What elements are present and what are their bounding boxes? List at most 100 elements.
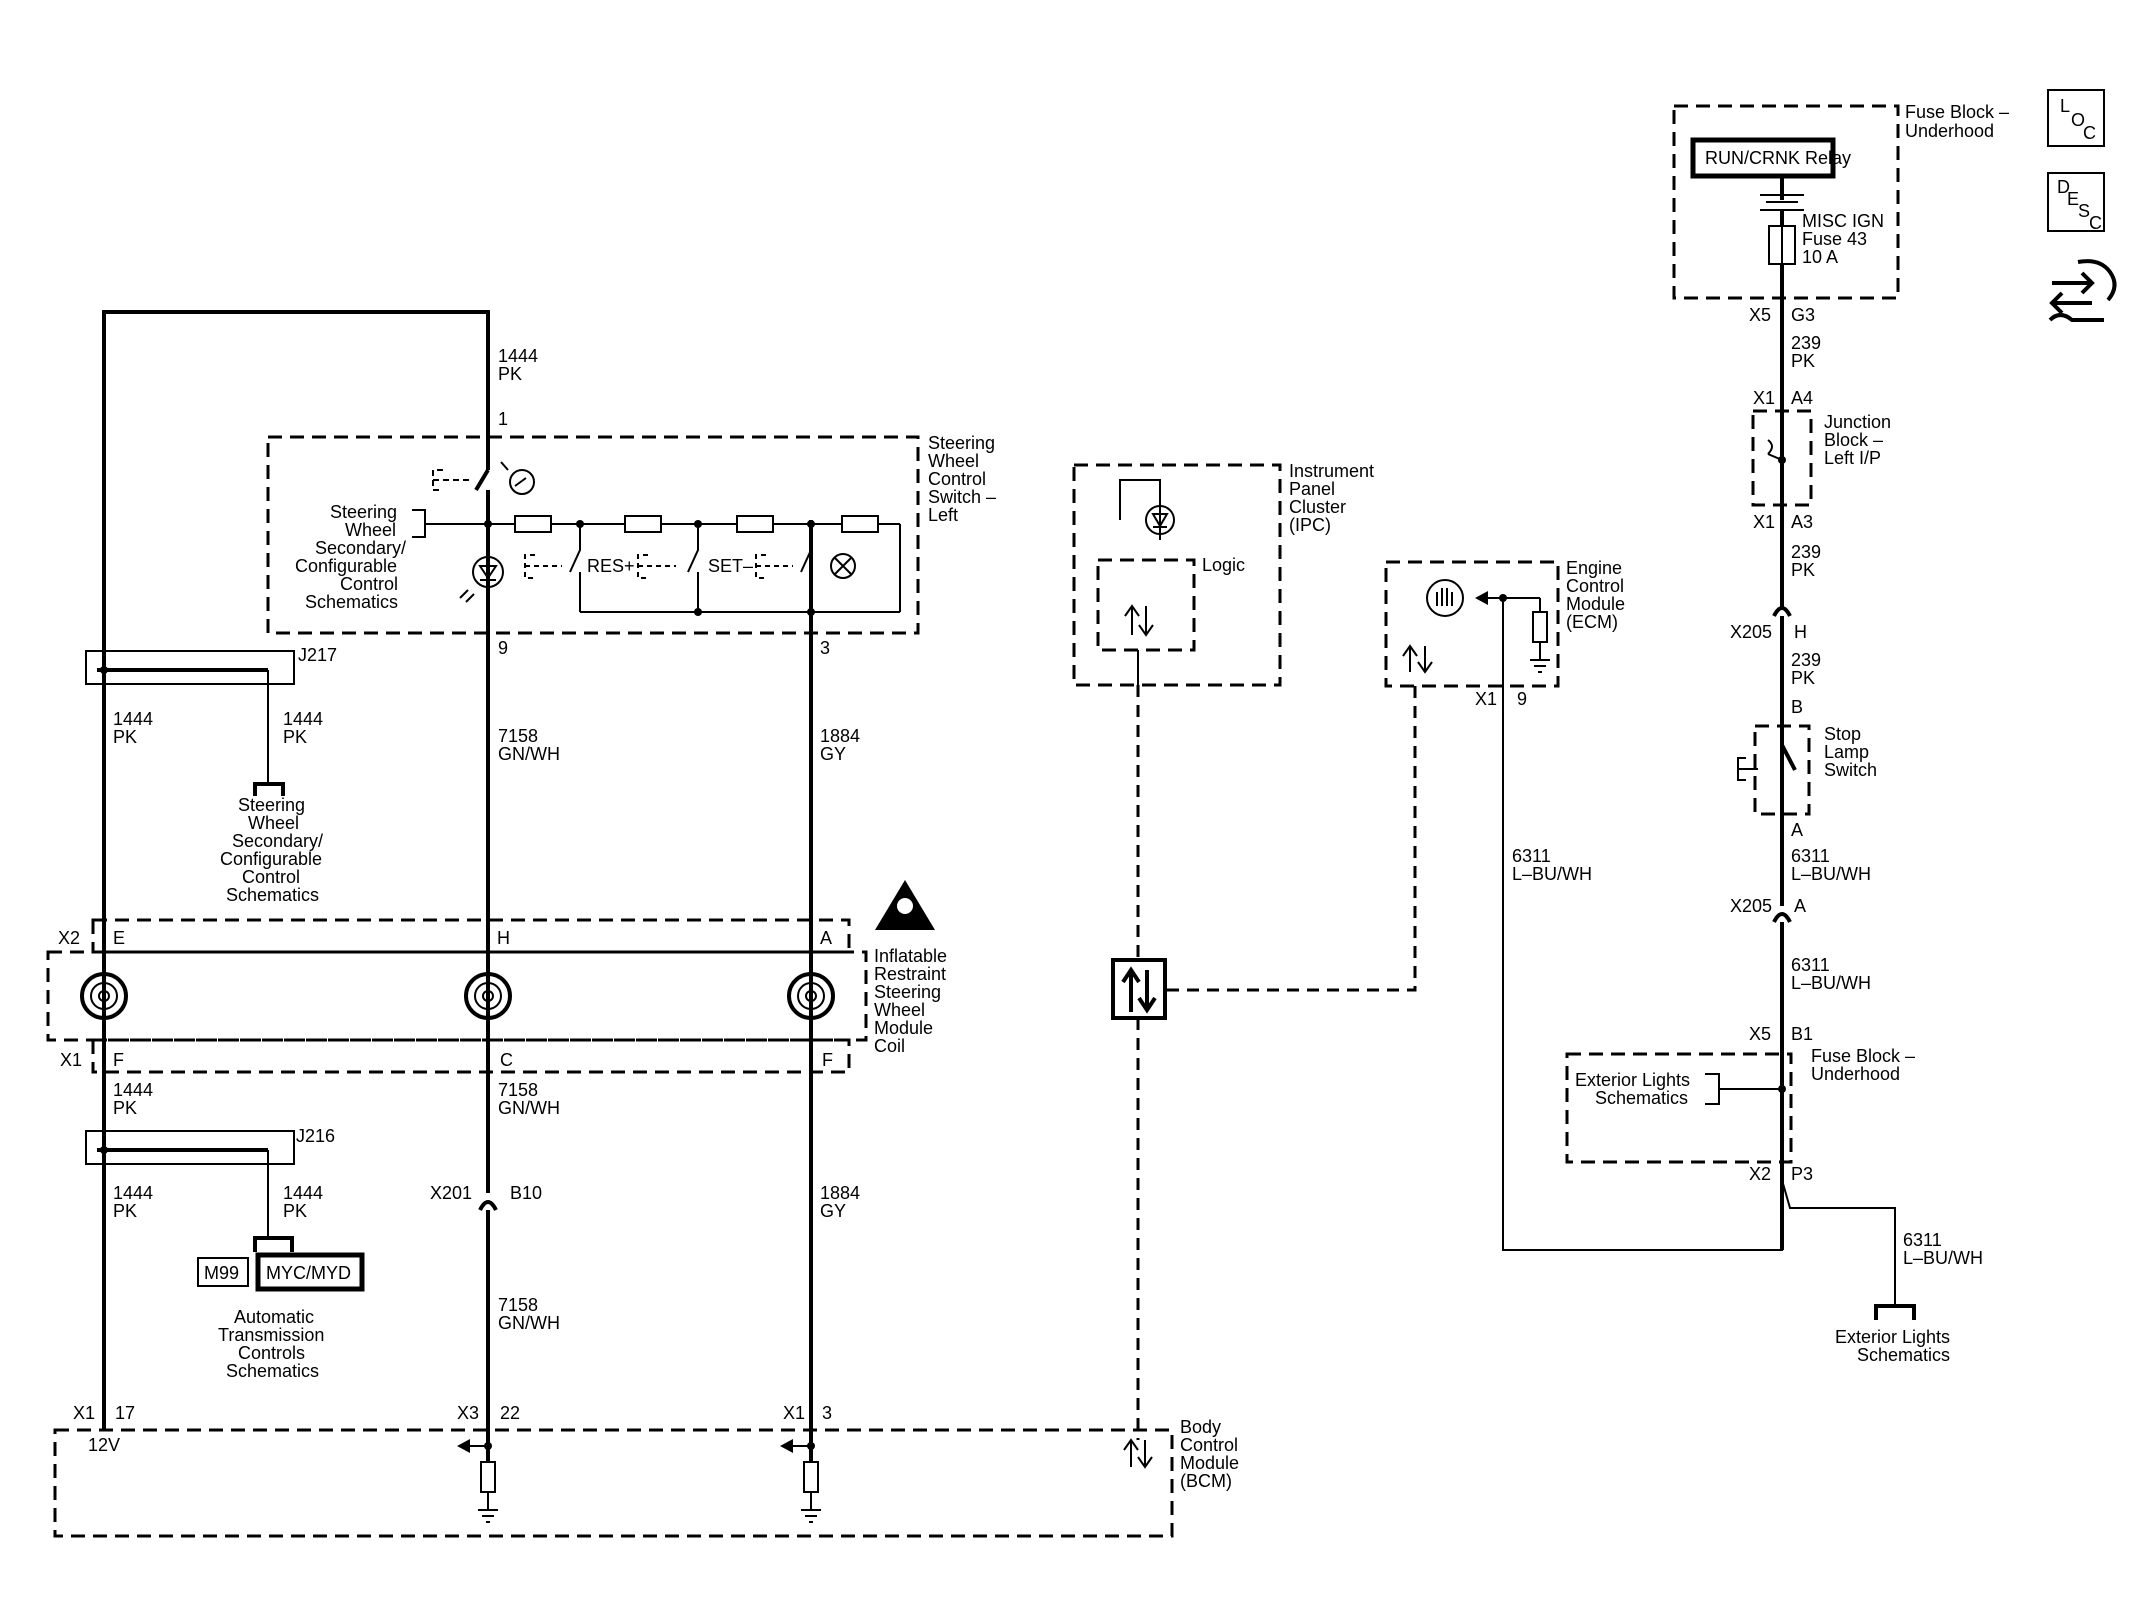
wire-label-1444-b: 1444 PK [283, 709, 323, 747]
svg-text:PK: PK [1791, 668, 1815, 688]
junction-block-box [1751, 409, 1813, 507]
svg-text:Underhood: Underhood [1905, 121, 1994, 141]
svg-text:O: O [2071, 110, 2085, 130]
set-label: SET– [708, 556, 753, 576]
svg-text:Body: Body [1180, 1417, 1221, 1437]
svg-text:X1: X1 [1753, 512, 1775, 532]
svg-text:Wheel: Wheel [248, 813, 299, 833]
svg-text:MYC/MYD: MYC/MYD [266, 1263, 351, 1283]
bcm-box [53, 1428, 1174, 1538]
svg-text:Junction: Junction [1824, 412, 1891, 432]
svg-text:GN/WH: GN/WH [498, 1098, 560, 1118]
steering-wheel-switch-box [266, 435, 920, 635]
res-label: RES+ [587, 556, 635, 576]
wire-label-1444-c: 1444 PK [113, 1080, 153, 1118]
sw-secondary-top-label: Steering Wheel Secondary/ Configurable C… [295, 502, 406, 612]
svg-text:MISC IGN: MISC IGN [1802, 211, 1884, 231]
location-icon[interactable]: L O C [2047, 89, 2105, 147]
svg-text:239: 239 [1791, 650, 1821, 670]
fuse-block-bottom-box [1565, 1052, 1793, 1164]
svg-text:PK: PK [498, 364, 522, 384]
svg-text:Cluster: Cluster [1289, 497, 1346, 517]
junction-block-label: Junction Block – Left I/P [1824, 412, 1891, 468]
svg-text:Fuse Block –: Fuse Block – [1905, 102, 2009, 122]
connector-x205-h [1772, 606, 1792, 617]
svg-text:Transmission: Transmission [218, 1325, 324, 1345]
wire-6311-ecm [1502, 595, 1783, 1251]
stop-lamp-switch-box [1753, 724, 1811, 816]
wire-label-239-2: 239 PK [1791, 542, 1821, 580]
svg-text:1444: 1444 [283, 709, 323, 729]
svg-text:1444: 1444 [113, 1183, 153, 1203]
logic-label: Logic [1202, 555, 1245, 575]
svg-text:PK: PK [1791, 560, 1815, 580]
svg-text:Control: Control [1180, 1435, 1238, 1455]
wire-label-1444-e: 1444 PK [283, 1183, 323, 1221]
svg-text:G3: G3 [1791, 305, 1815, 325]
svg-text:PK: PK [113, 1098, 137, 1118]
svg-text:PK: PK [113, 1201, 137, 1221]
bcm-input-3 [780, 1439, 821, 1523]
svg-text:6311: 6311 [1791, 955, 1830, 975]
svg-text:X205: X205 [1730, 622, 1772, 642]
connector-x205-a [1772, 912, 1792, 923]
svg-text:S: S [2078, 201, 2090, 221]
svg-text:C: C [500, 1050, 513, 1070]
cancel-icon [830, 553, 856, 579]
bidirectional-arrow-icon [1402, 644, 1433, 674]
svg-text:3: 3 [820, 638, 830, 658]
svg-text:GN/WH: GN/WH [498, 1313, 560, 1333]
splice-j217 [85, 650, 295, 685]
wire-label-1884-a: 1884 GY [820, 726, 860, 764]
wire-label-7158-c: 7158 GN/WH [498, 1295, 560, 1333]
svg-text:C: C [2089, 213, 2102, 233]
svg-text:Wheel: Wheel [345, 520, 396, 540]
svg-text:Control: Control [340, 574, 398, 594]
svg-text:Panel: Panel [1289, 479, 1335, 499]
svg-text:X1: X1 [73, 1403, 95, 1423]
switch-lamp-icon [472, 556, 504, 588]
svg-text:GN/WH: GN/WH [498, 744, 560, 764]
svg-text:L–BU/WH: L–BU/WH [1791, 864, 1871, 884]
svg-text:Control: Control [242, 867, 300, 887]
connector-repair-icon[interactable] [2048, 259, 2117, 322]
svg-text:X1: X1 [60, 1050, 82, 1070]
svg-text:Steering: Steering [874, 982, 941, 1002]
svg-text:J217: J217 [298, 645, 337, 665]
svg-text:7158: 7158 [498, 726, 538, 746]
svg-text:Automatic: Automatic [234, 1307, 314, 1327]
fuse-block-bottom-label: Fuse Block – Underhood [1811, 1046, 1915, 1084]
svg-text:Steering: Steering [238, 795, 305, 815]
svg-text:3: 3 [822, 1403, 832, 1423]
svg-text:1884: 1884 [820, 726, 860, 746]
sw-secondary-mid-label: Steering Wheel Secondary/ Configurable C… [220, 795, 323, 905]
ipc-logic-box [1096, 558, 1196, 652]
svg-text:Wheel: Wheel [928, 451, 979, 471]
svg-text:Wheel: Wheel [874, 1000, 925, 1020]
svg-text:A4: A4 [1791, 388, 1813, 408]
hand-stop-icon [1426, 579, 1464, 617]
svg-text:Configurable: Configurable [295, 556, 397, 576]
exterior-lights-outer-label: Exterior Lights Schematics [1835, 1327, 1950, 1365]
svg-text:D: D [2057, 177, 2070, 197]
svg-text:7158: 7158 [498, 1080, 538, 1100]
svg-text:A: A [1791, 820, 1803, 840]
svg-text:1444: 1444 [283, 1183, 323, 1203]
svg-text:7158: 7158 [498, 1295, 538, 1315]
svg-text:22: 22 [500, 1403, 520, 1423]
svg-text:1884: 1884 [820, 1183, 860, 1203]
splice-j216 [85, 1130, 295, 1165]
wire-label-1444-d: 1444 PK [113, 1183, 153, 1221]
svg-text:A: A [820, 928, 832, 948]
svg-text:6311: 6311 [1512, 846, 1551, 866]
svg-text:Switch: Switch [1824, 760, 1877, 780]
svg-text:B: B [1791, 697, 1803, 717]
svg-text:Exterior Lights: Exterior Lights [1835, 1327, 1950, 1347]
svg-text:L–BU/WH: L–BU/WH [1791, 973, 1871, 993]
description-icon[interactable]: D E S C [2047, 172, 2105, 233]
ecm-label: Engine Control Module (ECM) [1566, 558, 1625, 632]
wire-label-6311-ext: 6311 L–BU/WH [1903, 1230, 1983, 1268]
svg-text:6311: 6311 [1791, 846, 1830, 866]
svg-text:Engine: Engine [1566, 558, 1622, 578]
svg-text:GY: GY [820, 744, 846, 764]
